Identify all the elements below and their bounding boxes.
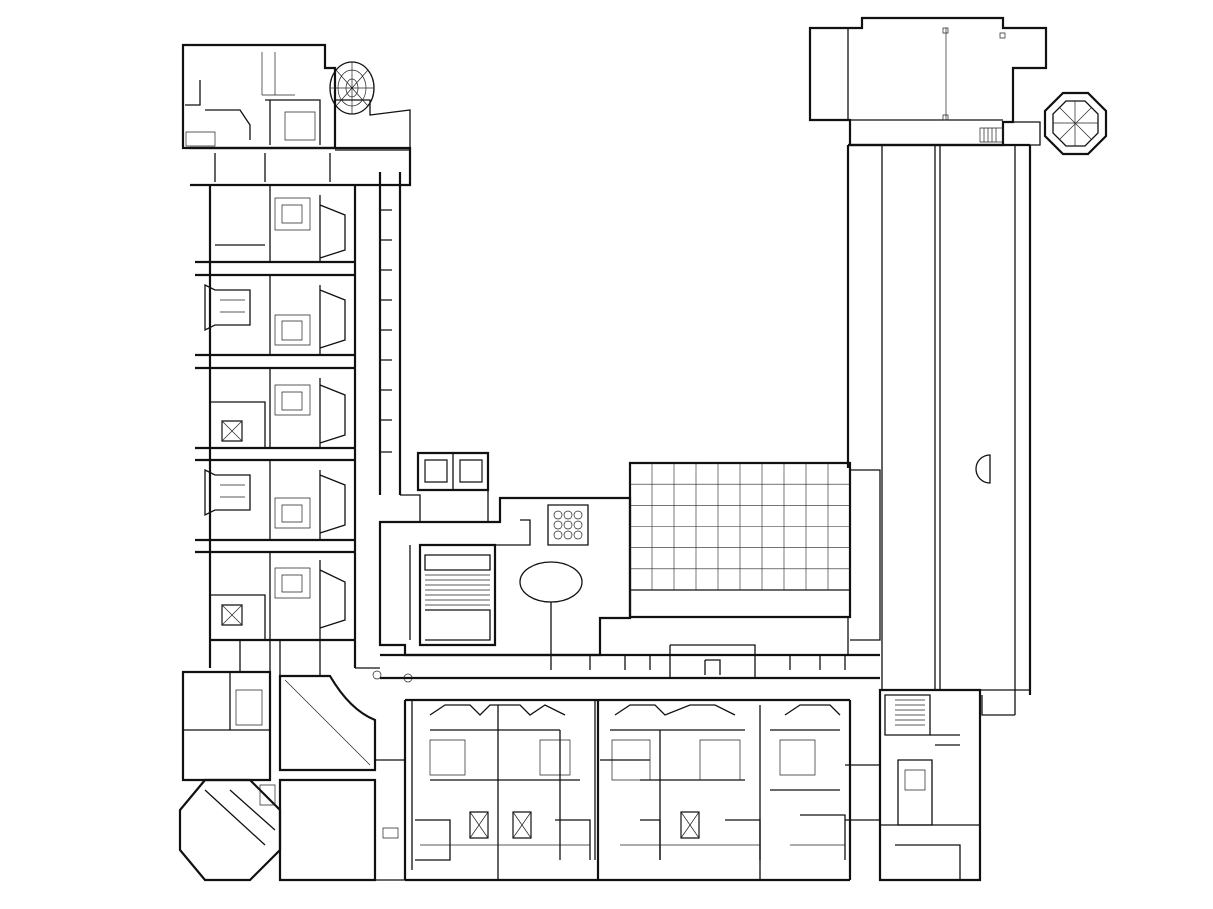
west-wing: [180, 45, 410, 880]
stair-treads: [425, 575, 490, 605]
east-wing: [630, 18, 1106, 880]
east-stair-treads: [895, 700, 925, 725]
south-corridor-door-ticks: [590, 655, 845, 670]
canopy-grid: [630, 463, 850, 590]
corridor-door-ticks: [380, 210, 392, 452]
central-core: [373, 453, 880, 682]
skylight-circles: [554, 511, 582, 539]
south-wing: [405, 700, 880, 880]
